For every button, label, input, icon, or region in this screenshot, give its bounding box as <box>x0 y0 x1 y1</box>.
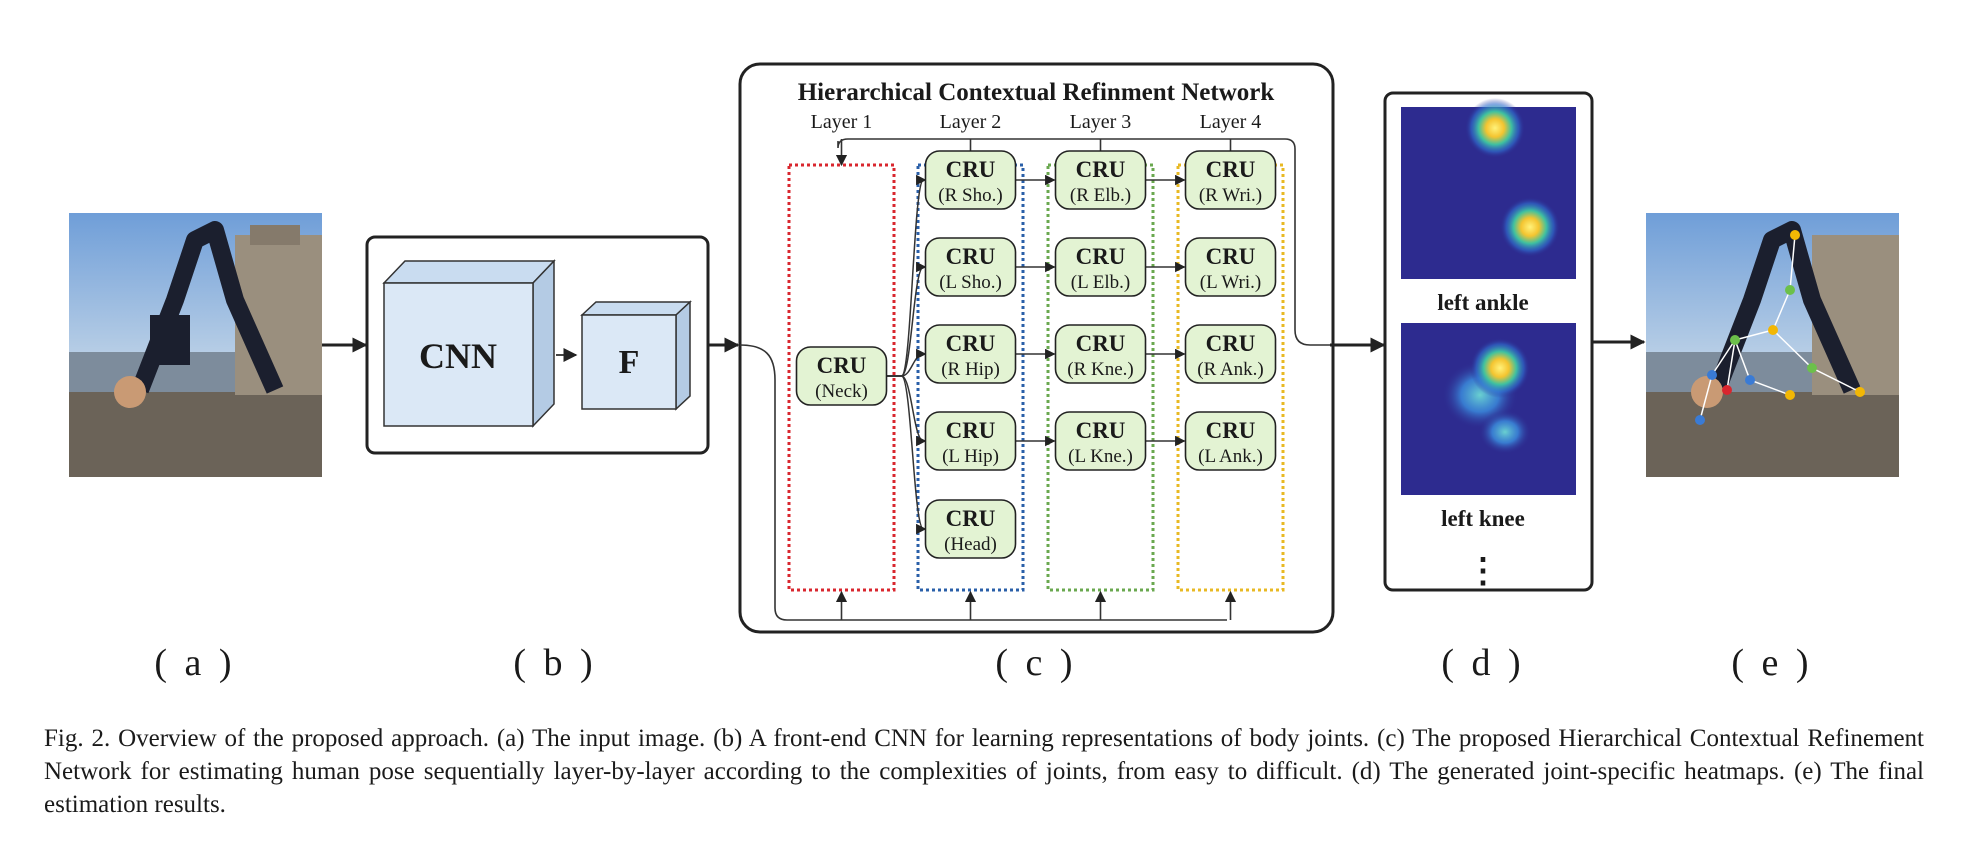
skeleton-joints <box>1695 230 1865 425</box>
cru-joint-label: (L Sho.) <box>939 272 1002 293</box>
cru-unit: CRU (R Elb.) <box>1054 150 1147 210</box>
hcrn-title: Hierarchical Contextual Refinment Networ… <box>798 79 1275 106</box>
neck-link-1 <box>886 174 927 377</box>
panel-label-a: ( a ) <box>154 642 235 684</box>
cru-joint-label: (R Elb.) <box>1070 185 1131 206</box>
cru-neck: CRU (Neck) <box>795 346 888 406</box>
neck-link-5 <box>886 375 927 535</box>
cru-title: CRU <box>1076 331 1126 356</box>
neck-link-2 <box>886 261 927 377</box>
output-bus-top <box>837 138 1330 346</box>
f-label: F <box>619 344 640 381</box>
cru-title: CRU <box>946 157 996 182</box>
cru-unit: CRU (Head) <box>924 499 1017 559</box>
cru-title: CRU <box>1206 331 1256 356</box>
cru-joint-label: (L Elb.) <box>1071 272 1130 293</box>
cru-title: CRU <box>1076 244 1126 269</box>
layer-label-1: Layer 1 <box>811 111 873 133</box>
cru-unit: CRU (R Wri.) <box>1184 150 1277 210</box>
cru-unit: CRU (R Ank.) <box>1184 324 1277 384</box>
cru-title: CRU <box>1076 418 1126 443</box>
cnn-label: CNN <box>419 336 497 376</box>
cru-title: CRU <box>1076 157 1126 182</box>
panel-label-e: ( e ) <box>1731 642 1812 684</box>
feature-cube: F <box>580 300 692 411</box>
cru-unit: CRU (L Sho.) <box>924 237 1017 297</box>
cru-unit: CRU (R Kne.) <box>1054 324 1147 384</box>
panel-label-c: ( c ) <box>995 642 1076 684</box>
cru-unit: CRU (L Elb.) <box>1054 237 1147 297</box>
cru-title: CRU <box>946 418 996 443</box>
cnn-block: CNN F <box>365 235 710 455</box>
cru-joint-label: (R Wri.) <box>1199 185 1262 206</box>
cru-unit: CRU (R Hip) <box>924 324 1017 384</box>
cru-joint-label: (R Ank.) <box>1197 359 1264 380</box>
heatmaps-block: left ankle left knee ⋮ <box>1383 91 1594 592</box>
cru-joint-label: (R Sho.) <box>938 185 1002 206</box>
cru-title: CRU <box>946 331 996 356</box>
cru-joint-label: (L Hip) <box>942 446 999 467</box>
cru-joint-label: (L Kne.) <box>1068 446 1133 467</box>
input-image <box>69 213 322 477</box>
cru-joint-label: (R Kne.) <box>1067 359 1133 380</box>
cru-joint-label: (Neck) <box>815 381 868 402</box>
heatmap-label-left-ankle: left ankle <box>1437 290 1528 315</box>
cru-unit: CRU (L Ank.) <box>1184 411 1277 471</box>
panel-label-b: ( b ) <box>513 642 596 684</box>
cru-title: CRU <box>1206 418 1256 443</box>
panel-label-d: ( d ) <box>1441 642 1524 684</box>
layer-label-2: Layer 2 <box>940 111 1002 133</box>
cru-joint-label: (R Hip) <box>941 359 1000 380</box>
layer-frame-1 <box>787 163 896 592</box>
cru-unit: CRU (L Hip) <box>924 411 1017 471</box>
figure-caption: Fig. 2. Overview of the proposed approac… <box>44 725 1924 818</box>
cru-unit: CRU (R Sho.) <box>924 150 1017 210</box>
heatmap-left-ankle <box>1401 98 1576 279</box>
cnn-cube: CNN <box>382 259 556 428</box>
layer-label-3: Layer 3 <box>1070 111 1132 133</box>
cru-title: CRU <box>817 353 867 378</box>
heatmap-left-knee <box>1401 323 1576 495</box>
ellipsis-icon: ⋮ <box>1466 553 1500 590</box>
heatmap-label-left-knee: left knee <box>1441 506 1525 531</box>
result-image <box>1646 213 1899 477</box>
cru-joint-label: (L Wri.) <box>1200 272 1262 293</box>
cru-title: CRU <box>946 506 996 531</box>
layer-frame-4 <box>1176 163 1285 592</box>
cru-unit: CRU (L Wri.) <box>1184 237 1277 297</box>
layer-frame-3 <box>1046 163 1155 592</box>
cru-title: CRU <box>1206 157 1256 182</box>
cru-joint-label: (Head) <box>944 534 997 555</box>
layer-label-4: Layer 4 <box>1200 111 1262 133</box>
cru-title: CRU <box>946 244 996 269</box>
figure-diagram: CNN F Hierarchical Contextual Refinment … <box>69 62 1899 684</box>
feature-bus-bottom <box>739 344 1227 621</box>
hcrn-block: Hierarchical Contextual Refinment Networ… <box>738 62 1335 634</box>
layer-frame-2 <box>916 163 1025 592</box>
cru-unit: CRU (L Kne.) <box>1054 411 1147 471</box>
cru-joint-label: (L Ank.) <box>1198 446 1263 467</box>
cru-title: CRU <box>1206 244 1256 269</box>
